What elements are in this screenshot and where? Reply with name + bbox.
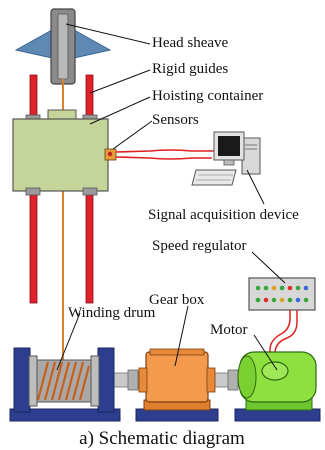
sensor-signal-cable — [115, 149, 214, 153]
drum-frame-left — [13, 347, 31, 413]
motor-base-plate — [234, 408, 321, 422]
speed-regulator-unit — [248, 277, 316, 311]
computer-tower — [241, 137, 261, 175]
leader-motor — [253, 334, 278, 371]
sheave-right-bracket — [73, 29, 112, 59]
figure-caption: a) Schematic diagram — [79, 428, 245, 449]
gearbox-base-plate — [135, 408, 219, 422]
motor-end-cap — [237, 355, 257, 399]
head-sheave — [14, 8, 112, 85]
sheave-left-bracket — [14, 29, 53, 59]
label-hoisting-container: Hoisting container — [152, 88, 263, 104]
motor — [237, 351, 317, 411]
regulator-motor-cable-2 — [274, 310, 298, 366]
led-indicator-grid — [255, 285, 309, 303]
label-signal-acquisition-device: Signal acquisition device — [148, 207, 299, 223]
leader-winding-drum — [56, 312, 81, 371]
label-sensors: Sensors — [152, 112, 199, 128]
container-shoe-bottom-left — [25, 187, 41, 196]
guide-right-lower — [85, 189, 94, 304]
computer-screen — [218, 136, 240, 156]
leader-speed-regulator — [251, 251, 286, 284]
computer-stand — [223, 159, 235, 166]
gearbox-top-cover — [149, 348, 205, 356]
guide-right-upper — [85, 74, 94, 119]
leader-gear-box — [174, 305, 189, 367]
gearbox-input-cap — [206, 367, 216, 393]
drum-rope-windings — [36, 361, 91, 401]
label-winding-drum: Winding drum — [68, 305, 156, 321]
leader-lines — [56, 23, 286, 371]
sensor-indicator — [107, 151, 113, 157]
sensor-signal-cable-return — [115, 156, 212, 160]
motor-terminal-box — [261, 361, 289, 381]
desktop-computer-icon — [191, 131, 261, 186]
speed-regulator-box — [248, 277, 316, 311]
leader-sensors — [112, 120, 153, 150]
computer-keyboard — [191, 169, 237, 186]
gearbox-output-cap — [138, 367, 148, 393]
regulator-motor-cable — [269, 310, 291, 366]
hoisting-container — [12, 109, 109, 196]
label-rigid-guides: Rigid guides — [152, 61, 228, 77]
label-speed-regulator: Speed regulator — [152, 238, 247, 254]
container-body — [12, 118, 109, 192]
drum-flange-left — [28, 355, 38, 407]
leader-hoisting-container — [89, 96, 151, 125]
label-gear-box: Gear box — [149, 292, 205, 308]
guide-left-upper — [29, 74, 38, 119]
leader-signal-acquisition-device — [246, 169, 265, 205]
gear-box — [138, 348, 216, 411]
leader-rigid-guides — [89, 69, 151, 94]
drum-base-plate — [9, 408, 121, 422]
guide-left-lower — [29, 189, 38, 304]
container-shoe-bottom-right — [82, 187, 98, 196]
winding-drum — [13, 347, 115, 413]
drum-frame-right — [97, 347, 115, 413]
leader-head-sheave — [65, 23, 151, 45]
coupling-right — [227, 369, 239, 391]
coupling-left — [127, 369, 139, 391]
gearbox-housing — [145, 351, 209, 403]
label-head-sheave: Head sheave — [152, 35, 229, 51]
label-motor: Motor — [210, 322, 248, 338]
drum-flange-right — [90, 355, 100, 407]
